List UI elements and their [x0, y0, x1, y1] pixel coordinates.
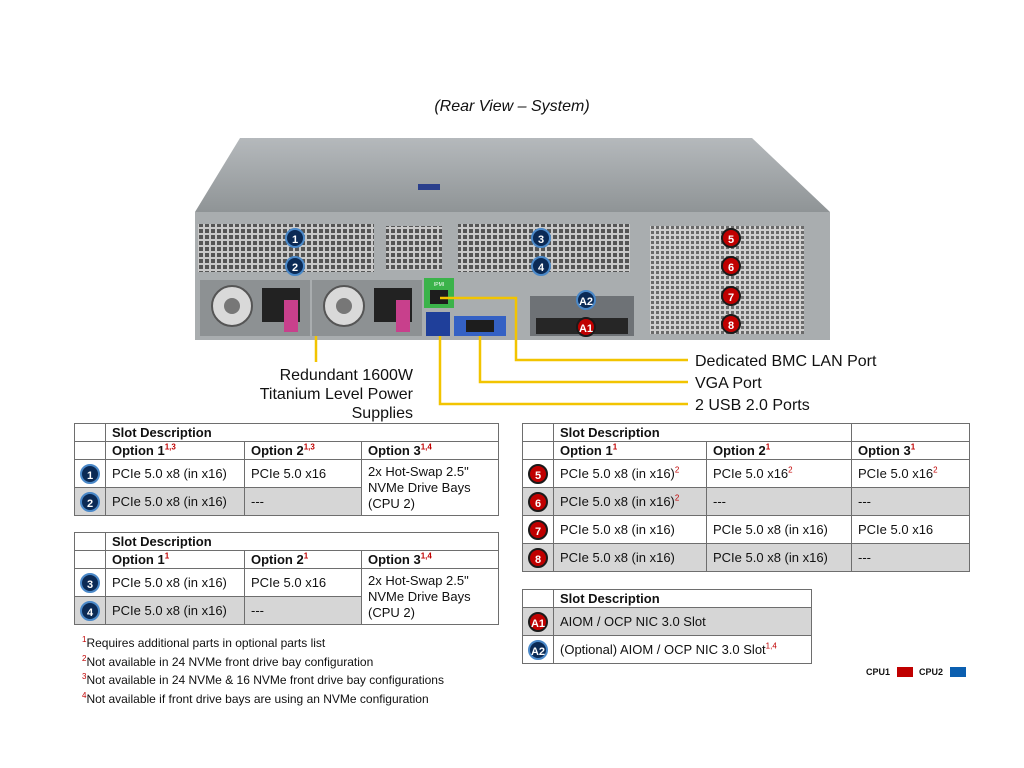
cell: PCIe 5.0 x8 (in x16)	[553, 515, 707, 544]
cell: PCIe 5.0 x16	[244, 568, 362, 597]
slot-badge: 5	[528, 463, 548, 484]
slot-badge: 7	[528, 519, 548, 540]
psu-callout-line2: Titanium Level Power Supplies	[259, 386, 413, 422]
slot-badge: 1	[80, 463, 100, 484]
cell: ---	[706, 487, 852, 516]
option1-header: Option 11,3	[105, 441, 245, 460]
bmc-port-label: IPMI	[434, 282, 444, 288]
chassis-slot-badge: A1	[576, 317, 596, 337]
table-row: 8 PCIe 5.0 x8 (in x16) PCIe 5.0 x8 (in x…	[522, 543, 970, 572]
slot-table-1-2: Slot Description Option 11,3 Option 21,3…	[74, 423, 499, 516]
chassis-top	[195, 138, 830, 212]
cell: ---	[851, 487, 970, 516]
chassis-slot-badge: A2	[576, 290, 596, 310]
bmc-callout: Dedicated BMC LAN Port	[695, 353, 877, 370]
table-row: 2 PCIe 5.0 x8 (in x16) ---	[74, 487, 499, 516]
cell: ---	[244, 487, 362, 516]
slot-badge: 8	[528, 547, 548, 568]
chassis-slot-badge: 3	[531, 228, 551, 248]
chassis-slot-badge: 6	[721, 256, 741, 276]
slot-table-5-8: Slot Description Option 11 Option 21 Opt…	[522, 423, 970, 572]
cell: PCIe 5.0 x8 (in x16)2	[553, 459, 707, 488]
cell: PCIe 5.0 x8 (in x16)	[105, 568, 245, 597]
legend-cpu1-swatch	[896, 666, 913, 677]
chassis-slot-badge: 1	[285, 228, 305, 248]
usb-callout: 2 USB 2.0 Ports	[695, 397, 810, 414]
option3-header: Option 31	[851, 441, 970, 460]
figure-caption: (Rear View – System)	[434, 98, 590, 115]
slot-badge: 6	[528, 491, 548, 512]
footnote: 3Not available in 24 NVMe & 16 NVMe fron…	[82, 672, 444, 688]
cell: PCIe 5.0 x8 (in x16)	[105, 596, 245, 625]
chassis-slot-badge: 5	[721, 228, 741, 248]
chassis-slot-badge: 4	[531, 256, 551, 276]
cell: PCIe 5.0 x8 (in x16)	[105, 487, 245, 516]
table-header: Slot Description	[105, 423, 499, 442]
vga-callout: VGA Port	[695, 375, 762, 392]
table-row: 1 PCIe 5.0 x8 (in x16) PCIe 5.0 x16 2x H…	[74, 459, 499, 516]
table-row: A1 AIOM / OCP NIC 3.0 Slot	[522, 607, 812, 636]
option3-header: Option 31,4	[361, 441, 499, 460]
cell: PCIe 5.0 x8 (in x16)	[706, 543, 852, 572]
slot-badge: 4	[80, 600, 100, 621]
cell: ---	[851, 543, 970, 572]
slot-table-3-4: Slot Description Option 11 Option 21 Opt…	[74, 532, 499, 625]
vent-grille	[386, 226, 442, 270]
legend-cpu2-swatch	[949, 666, 966, 677]
footnotes: 1Requires additional parts in optional p…	[82, 634, 444, 708]
psu-callout: Redundant 1600W Titanium Level Power Sup…	[200, 366, 413, 423]
table-header: Slot Description	[553, 423, 852, 442]
table-row: 5 PCIe 5.0 x8 (in x16)2 PCIe 5.0 x162 PC…	[522, 459, 970, 488]
legend-cpu2-label: CPU2	[919, 666, 944, 677]
legend-cpu1-label: CPU1	[866, 666, 891, 677]
option1-header: Option 11	[553, 441, 707, 460]
footnote: 4Not available if front drive bays are u…	[82, 690, 429, 706]
table-header: Slot Description	[553, 589, 812, 608]
table-row: A2 (Optional) AIOM / OCP NIC 3.0 Slot1,4	[522, 635, 812, 664]
cell: PCIe 5.0 x8 (in x16)	[105, 459, 245, 488]
usb-ports	[426, 312, 450, 336]
option1-header: Option 11	[105, 550, 245, 569]
cpu-legend: CPU1 CPU2	[866, 666, 970, 677]
cell: (Optional) AIOM / OCP NIC 3.0 Slot1,4	[553, 635, 812, 664]
merged-cell: 2x Hot-Swap 2.5"NVMe Drive Bays(CPU 2)	[361, 568, 499, 625]
table-row: 7 PCIe 5.0 x8 (in x16) PCIe 5.0 x8 (in x…	[522, 515, 970, 544]
cell: PCIe 5.0 x8 (in x16)2	[553, 487, 707, 516]
table-row: 4 PCIe 5.0 x8 (in x16) ---	[74, 596, 499, 625]
cell: PCIe 5.0 x16	[851, 515, 970, 544]
slot-badge: 2	[80, 491, 100, 512]
table-row: 6 PCIe 5.0 x8 (in x16)2 --- ---	[522, 487, 970, 516]
chassis-slot-badge: 8	[721, 314, 741, 334]
cell: PCIe 5.0 x8 (in x16)	[553, 543, 707, 572]
merged-cell: 2x Hot-Swap 2.5"NVMe Drive Bays(CPU 2)	[361, 459, 499, 516]
option2-header: Option 21,3	[244, 441, 362, 460]
option2-header: Option 21	[244, 550, 362, 569]
table-header: Slot Description	[105, 532, 499, 551]
slot-badge: A2	[528, 639, 548, 660]
cell: PCIe 5.0 x162	[706, 459, 852, 488]
option2-header: Option 21	[706, 441, 852, 460]
slot-badge: 3	[80, 572, 100, 593]
chassis-label	[418, 184, 440, 190]
cell: PCIe 5.0 x162	[851, 459, 970, 488]
cell: PCIe 5.0 x8 (in x16)	[706, 515, 852, 544]
cell: PCIe 5.0 x16	[244, 459, 362, 488]
footnote: 2Not available in 24 NVMe front drive ba…	[82, 653, 374, 669]
cell: AIOM / OCP NIC 3.0 Slot	[553, 607, 812, 636]
slot-table-aiom: Slot Description A1 AIOM / OCP NIC 3.0 S…	[522, 589, 812, 664]
footnote: 1Requires additional parts in optional p…	[82, 635, 326, 651]
option3-header: Option 31,4	[361, 550, 499, 569]
psu-callout-line1: Redundant 1600W	[279, 367, 413, 384]
cell: ---	[244, 596, 362, 625]
slot-badge: A1	[528, 611, 548, 632]
chassis-slot-badge: 7	[721, 286, 741, 306]
table-row: 3 PCIe 5.0 x8 (in x16) PCIe 5.0 x16 2x H…	[74, 568, 499, 625]
chassis-slot-badge: 2	[285, 256, 305, 276]
